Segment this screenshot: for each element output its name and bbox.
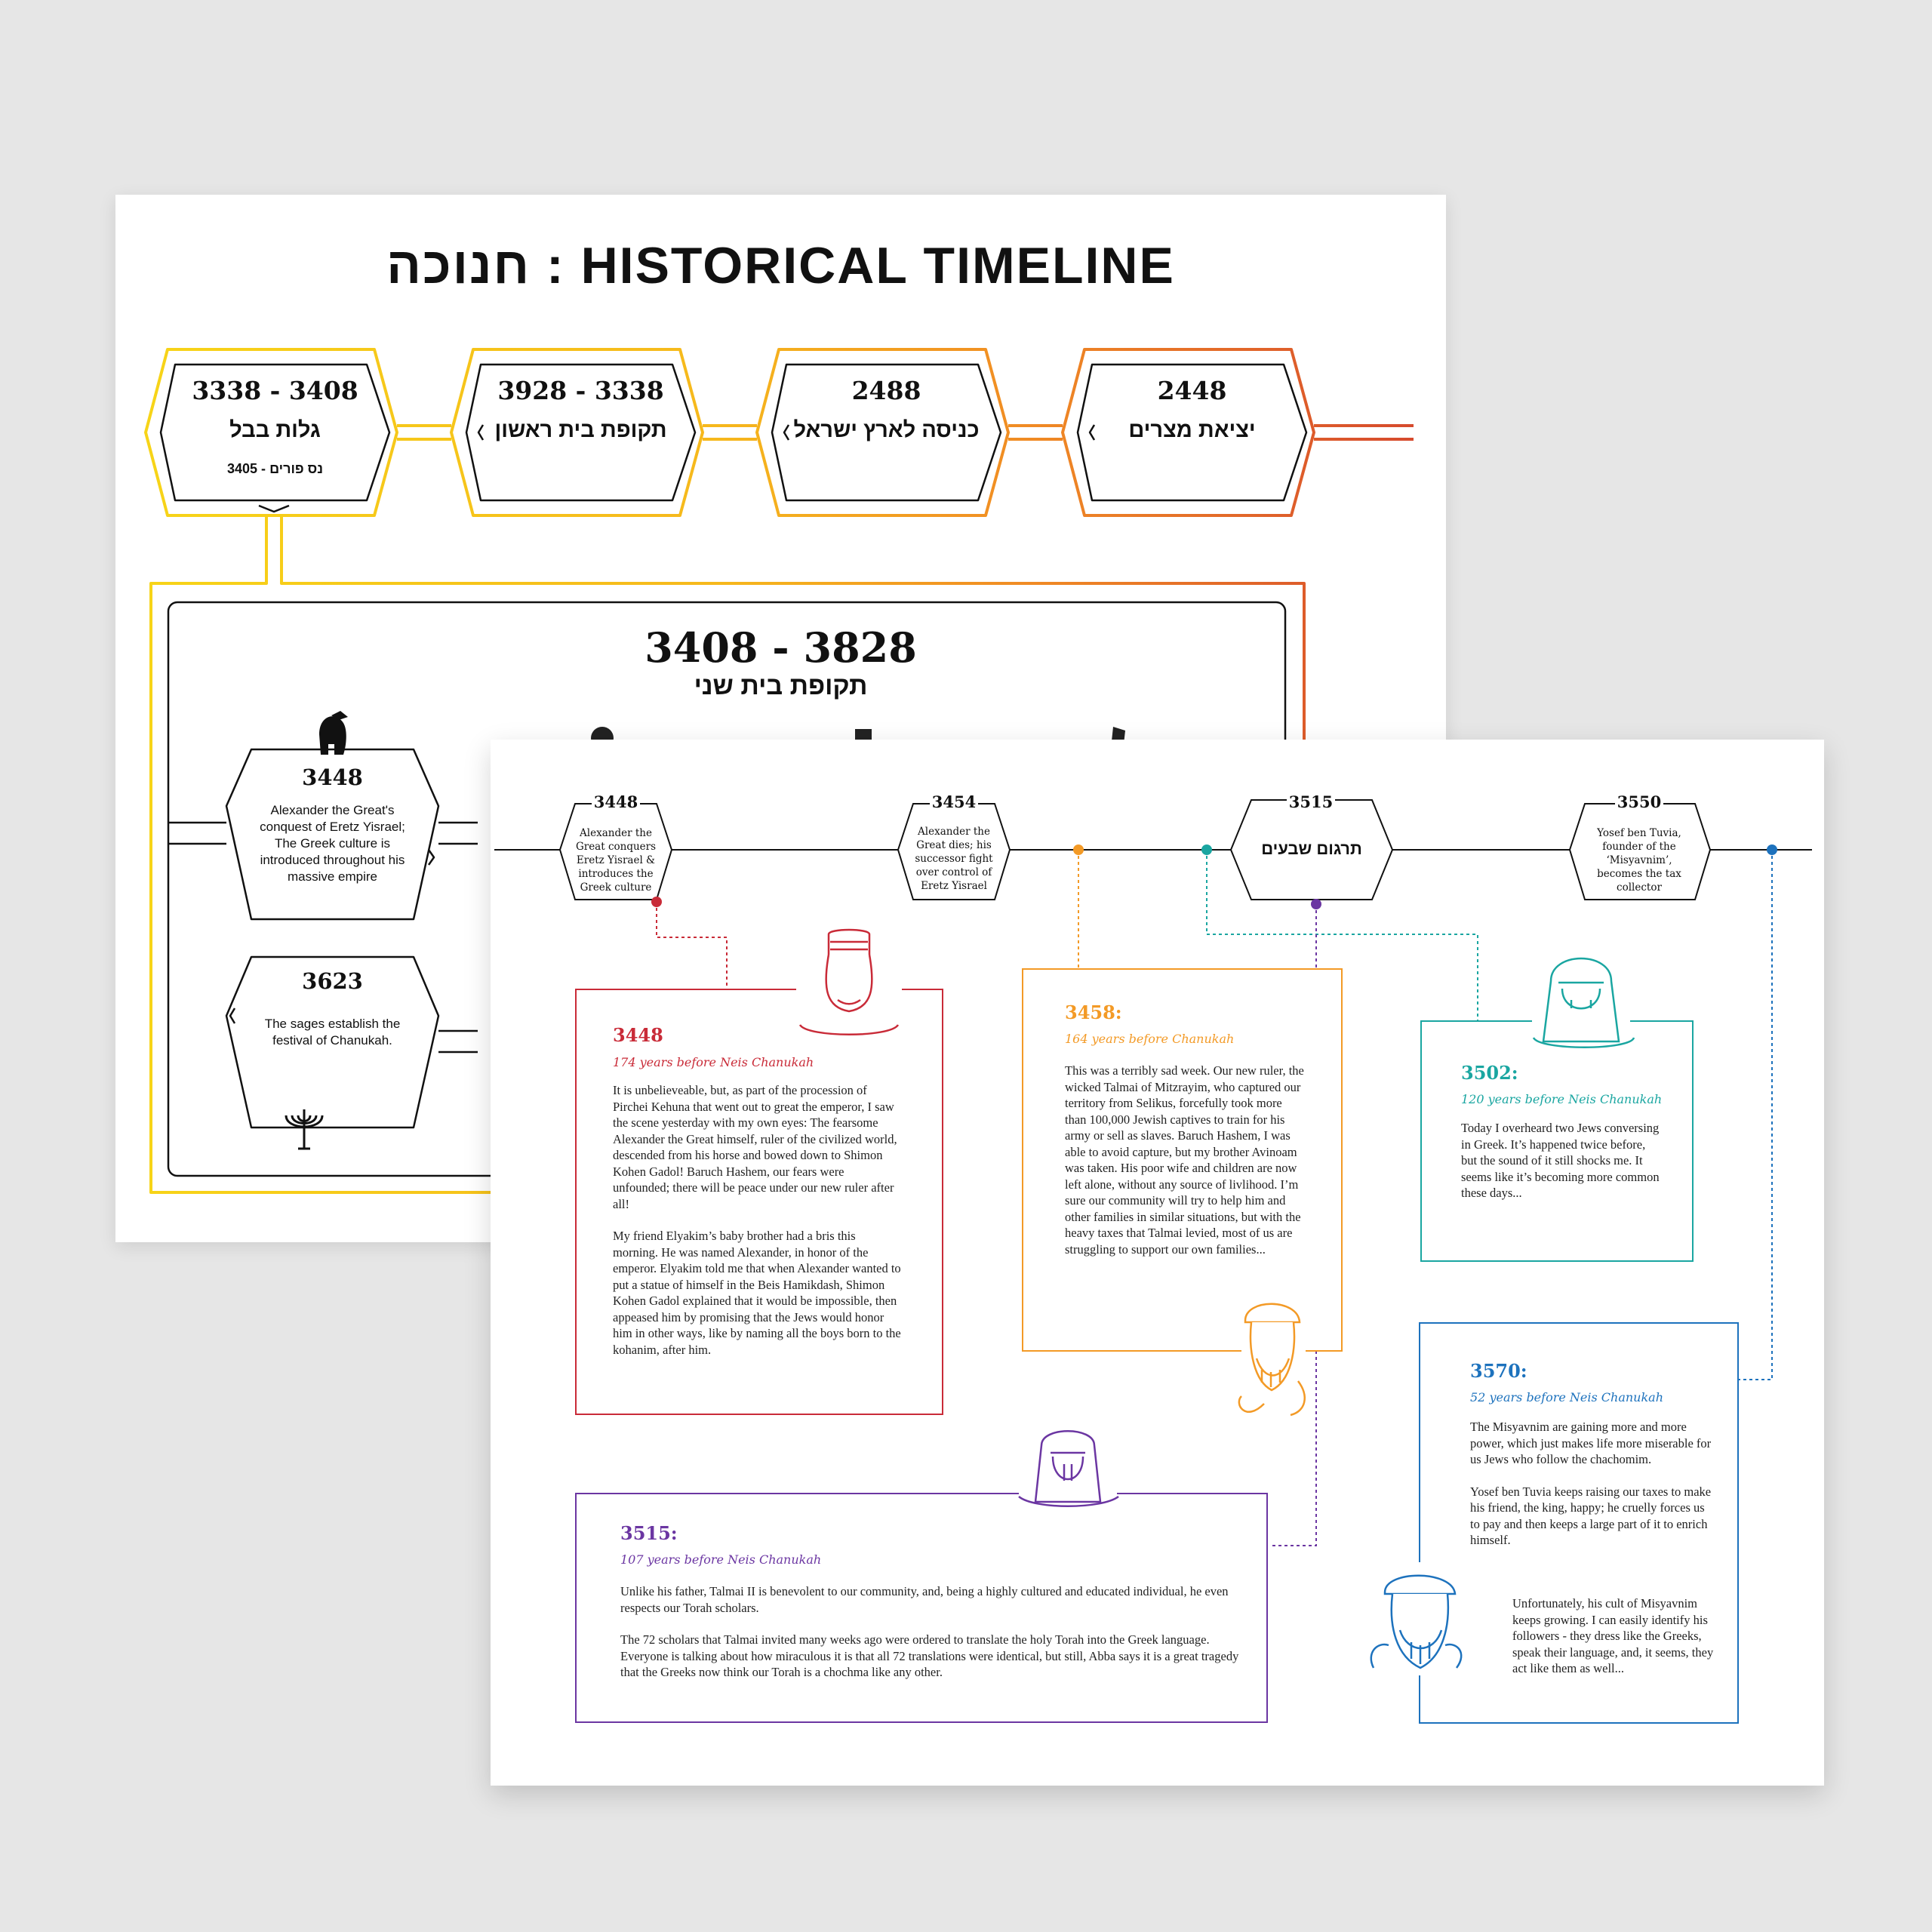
card-paragraph: The 72 scholars that Talmai invited many… <box>620 1632 1239 1679</box>
event-text: Yosef ben Tuvia, founder of the ‘Misyavn… <box>1597 827 1681 894</box>
card-paragraph: Unfortunately, his cult of Misyavnim kee… <box>1512 1596 1714 1675</box>
period-range: 3408 - 3828 <box>645 623 917 672</box>
card-year: 3515: <box>620 1522 678 1544</box>
event-year: 3454 <box>931 792 977 811</box>
top-hex-years: 3928 - 3338 <box>497 376 664 405</box>
diary-card: 3502: 120 years before Neis Chanukah Tod… <box>1420 1020 1694 1262</box>
sub-event-text: The sages establish the festival of Chan… <box>264 1017 401 1048</box>
sub-event-text: Alexander the Great's conquest of Eretz … <box>260 803 405 884</box>
card-subtitle: 164 years before Chanukah <box>1065 1032 1235 1046</box>
event-year: 3550 <box>1617 792 1662 811</box>
card-year: 3458: <box>1065 1001 1122 1023</box>
spartan-helmet-icon <box>319 711 348 755</box>
card-year: 3502: <box>1461 1062 1518 1084</box>
card-body: This was a terribly sad week. Our new ru… <box>1065 1063 1306 1273</box>
diary-card: 3448 174 years before Neis Chanukah It i… <box>575 989 943 1415</box>
diary-card: 3458: 164 years before Chanukah This was… <box>1022 968 1343 1352</box>
card-paragraph: Yosef ben Tuvia keeps raising our taxes … <box>1470 1484 1712 1548</box>
card-paragraph: The Misyavnim are gaining more and more … <box>1470 1420 1712 1466</box>
top-hex-name: תקופת בית ראשון <box>494 418 667 442</box>
menorah-icon <box>285 1109 324 1150</box>
card-subtitle: 174 years before Neis Chanukah <box>613 1055 814 1069</box>
card-paragraph: Today I overheard two Jews conversing in… <box>1461 1121 1660 1200</box>
event-text: Alexander the Great conquers Eretz Yisra… <box>575 827 657 894</box>
sub-event-year: 3448 <box>302 764 363 790</box>
sub-event-year: 3623 <box>302 968 363 994</box>
diary-card: 3515: 107 years before Neis Chanukah Unl… <box>575 1493 1268 1723</box>
event-text: Alexander the Great dies; his successor … <box>915 826 993 892</box>
card-paragraph: My friend Elyakim’s baby brother had a b… <box>613 1229 901 1357</box>
top-hex-name: כניסה לארץ ישראל <box>793 418 980 442</box>
card-year: 3570: <box>1470 1360 1527 1382</box>
top-hex-name: גלות בבל <box>229 418 321 442</box>
card-subtitle: 120 years before Neis Chanukah <box>1461 1092 1663 1106</box>
top-hex-years: 2488 <box>851 376 921 405</box>
front-connectors <box>494 791 1812 1546</box>
card-body: It is unbelieveable, but, as part of the… <box>613 1082 903 1374</box>
event-year: 3448 <box>593 792 638 811</box>
diary-card: 3570: 52 years before Neis Chanukah The … <box>1419 1322 1739 1724</box>
card-paragraph: It is unbelieveable, but, as part of the… <box>613 1083 897 1211</box>
top-hex-years: 2448 <box>1157 376 1227 405</box>
top-hex-sub: 3405 - נס פורים <box>227 461 323 476</box>
diary-entries-sheet: 3448 Alexander the Great conquers Eretz … <box>491 740 1824 1786</box>
page-title: חנוכה : HISTORICAL TIMELINE <box>386 237 1175 294</box>
event-year: 3515 <box>1288 792 1334 811</box>
card-paragraph: This was a terribly sad week. Our new ru… <box>1065 1063 1304 1257</box>
card-paragraph: Unlike his father, Talmai II is benevole… <box>620 1584 1229 1615</box>
card-subtitle: 52 years before Neis Chanukah <box>1470 1390 1664 1404</box>
period-name: תקופת בית שני <box>694 672 868 700</box>
card-body: Unlike his father, Talmai II is benevole… <box>620 1583 1239 1697</box>
card-subtitle: 107 years before Neis Chanukah <box>620 1552 822 1567</box>
top-hex-name: יציאת מצרים <box>1128 418 1256 442</box>
card-year: 3448 <box>613 1024 663 1046</box>
card-body: Unfortunately, his cult of Misyavnim kee… <box>1512 1595 1716 1693</box>
top-hex-years: 3338 - 3408 <box>192 376 358 405</box>
event-text: תרגום שבעים <box>1261 839 1362 858</box>
card-body: The Misyavnim are gaining more and more … <box>1470 1419 1712 1564</box>
card-body: Today I overheard two Jews conversing in… <box>1461 1120 1661 1217</box>
